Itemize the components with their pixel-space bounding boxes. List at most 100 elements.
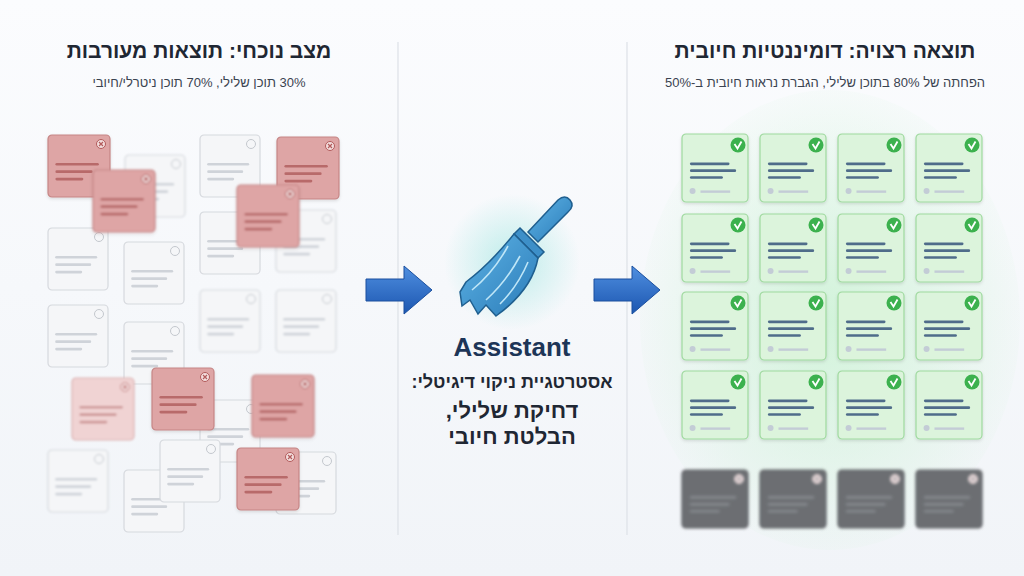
text-line bbox=[856, 270, 886, 272]
broom-handle bbox=[528, 197, 572, 242]
strategy-heading: אסטרטגיית ניקוי דיגיטלי: bbox=[398, 372, 626, 394]
card-body bbox=[760, 292, 826, 360]
avatar-dot bbox=[846, 188, 852, 194]
text-line bbox=[924, 163, 964, 166]
close-mark bbox=[288, 192, 292, 196]
result-card bbox=[916, 134, 982, 202]
text-line bbox=[846, 243, 886, 246]
card-icon bbox=[247, 295, 256, 304]
text-line bbox=[55, 478, 97, 481]
text-line bbox=[846, 400, 886, 403]
text-line bbox=[768, 413, 801, 416]
card-body bbox=[237, 448, 299, 510]
card-body bbox=[682, 214, 748, 282]
avatar-dot bbox=[690, 425, 696, 431]
text-line bbox=[207, 170, 243, 173]
text-line bbox=[131, 285, 158, 288]
result-card bbox=[237, 185, 299, 247]
text-line bbox=[131, 277, 167, 280]
text-line bbox=[244, 228, 272, 231]
card-body bbox=[276, 290, 336, 352]
text-line bbox=[690, 406, 736, 409]
card-icon bbox=[142, 175, 151, 184]
check-mark bbox=[891, 300, 898, 307]
result-card bbox=[682, 371, 748, 439]
card-body bbox=[838, 371, 904, 439]
text-line bbox=[768, 400, 808, 403]
check-mark bbox=[891, 379, 898, 386]
close-mark bbox=[123, 385, 127, 389]
card-icon bbox=[95, 233, 104, 242]
mixed-results-collage bbox=[48, 135, 339, 532]
card-icon bbox=[286, 190, 295, 199]
card-icon bbox=[97, 140, 106, 149]
text-line bbox=[690, 249, 736, 252]
text-line bbox=[55, 178, 83, 181]
card-body bbox=[760, 470, 826, 528]
result-card bbox=[916, 292, 982, 360]
close-mark bbox=[288, 455, 292, 459]
text-line bbox=[259, 403, 302, 406]
text-line bbox=[55, 263, 91, 266]
result-card bbox=[760, 470, 826, 528]
result-card bbox=[48, 450, 108, 512]
text-line bbox=[55, 348, 82, 351]
text-line bbox=[846, 413, 879, 416]
glow bbox=[444, 194, 580, 330]
text-line bbox=[700, 190, 730, 192]
card-body bbox=[682, 134, 748, 202]
panel-title: תוצאה רצויה: דומיננטיות חיובית bbox=[630, 38, 1020, 63]
text-line bbox=[768, 334, 801, 337]
arrow bbox=[366, 266, 432, 314]
text-line bbox=[924, 243, 964, 246]
result-card bbox=[916, 371, 982, 439]
text-line bbox=[131, 505, 167, 508]
check-mark bbox=[969, 142, 976, 149]
text-line bbox=[690, 503, 730, 506]
avatar-dot bbox=[846, 425, 852, 431]
avatar-dot bbox=[690, 346, 696, 352]
card-body bbox=[838, 214, 904, 282]
text-line bbox=[690, 163, 730, 166]
text-line bbox=[690, 400, 730, 403]
text-line bbox=[768, 163, 808, 166]
panel-subtitle: הפחתה של 80% בתוכן שלילי, הגברת נראות חי… bbox=[630, 75, 1020, 91]
text-line bbox=[244, 491, 272, 494]
text-line bbox=[55, 163, 98, 166]
result-card bbox=[760, 134, 826, 202]
close-mark bbox=[328, 144, 332, 148]
text-line bbox=[924, 510, 954, 513]
text-line bbox=[846, 256, 879, 259]
text-line bbox=[846, 327, 892, 330]
close-mark bbox=[303, 382, 307, 386]
card-body bbox=[72, 378, 134, 440]
text-line bbox=[167, 483, 194, 486]
card-icon bbox=[207, 445, 216, 454]
card-icon bbox=[813, 475, 822, 484]
text-line bbox=[690, 321, 730, 324]
text-line bbox=[924, 334, 957, 337]
card-body bbox=[152, 368, 214, 430]
text-line bbox=[700, 270, 730, 272]
card-body bbox=[48, 228, 108, 290]
text-line bbox=[167, 468, 209, 471]
check-mark bbox=[891, 222, 898, 229]
text-line bbox=[934, 270, 964, 272]
result-card bbox=[237, 448, 299, 510]
card-body bbox=[682, 371, 748, 439]
text-line bbox=[768, 243, 808, 246]
text-line bbox=[690, 169, 736, 172]
check-badge bbox=[887, 138, 902, 153]
text-line bbox=[207, 325, 243, 328]
check-mark bbox=[813, 300, 820, 307]
result-card bbox=[276, 290, 336, 352]
text-line bbox=[55, 493, 82, 496]
positive-results-grid bbox=[682, 134, 982, 528]
text-line bbox=[934, 190, 964, 192]
text-line bbox=[259, 418, 287, 421]
text-line bbox=[846, 163, 886, 166]
result-card bbox=[760, 371, 826, 439]
text-line bbox=[690, 327, 736, 330]
text-line bbox=[79, 421, 107, 424]
